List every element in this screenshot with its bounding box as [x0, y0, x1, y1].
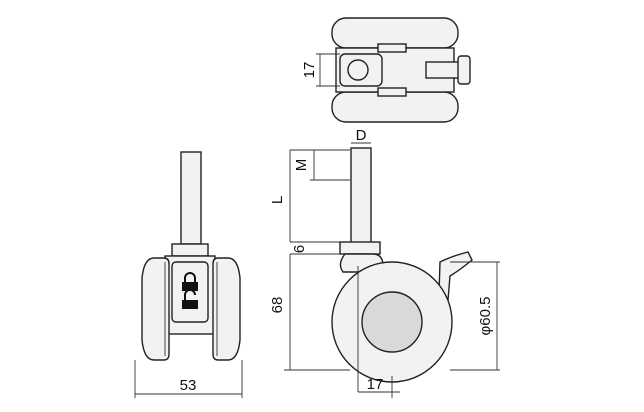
offset-dimension: 17: [358, 376, 400, 398]
front-view-collar: [171, 243, 209, 257]
padlock-open-icon: [182, 289, 198, 309]
top-width-dimension: 17: [301, 53, 340, 87]
side-view-hub: [361, 291, 423, 353]
front-view-lock-plate: [171, 261, 209, 323]
shaft-d-label: D: [356, 127, 367, 144]
front-view-stem: [180, 151, 202, 245]
padlock-closed-icon: [182, 272, 198, 291]
length-l-label: L: [269, 196, 286, 204]
collar-label: 6: [291, 245, 308, 253]
side-view-collar: [339, 241, 381, 255]
thread-m-label: M: [293, 159, 310, 172]
top-view-brake-pedal: [457, 55, 471, 85]
top-view-lower-hub: [377, 87, 407, 97]
top-width-label: 17: [301, 62, 318, 79]
wheel-diameter-dimension: φ60.5: [450, 261, 500, 371]
side-view-stem: [350, 147, 372, 245]
thread-m-dimension: M: [290, 149, 350, 181]
top-view-stem-circle: [347, 59, 369, 81]
top-view: 17: [301, 17, 471, 123]
front-view: 53: [134, 151, 243, 398]
offset-label: 17: [367, 376, 384, 393]
height-label: 68: [269, 297, 286, 314]
front-width-label: 53: [180, 377, 197, 394]
side-view: D M L 6 68 φ60.5: [269, 127, 500, 398]
top-view-brake-lever: [425, 61, 461, 79]
front-view-right-wheel: [212, 257, 241, 361]
wheel-diameter-label: φ60.5: [477, 297, 494, 336]
front-width-dimension: 53: [134, 360, 243, 398]
front-view-left-wheel: [141, 257, 170, 361]
top-view-upper-hub: [377, 43, 407, 53]
collar-dimension: 6: [290, 241, 340, 255]
height-dimension: 68: [269, 254, 350, 371]
length-l-dimension: L: [269, 150, 291, 242]
shaft-d-dimension: D: [351, 127, 371, 144]
